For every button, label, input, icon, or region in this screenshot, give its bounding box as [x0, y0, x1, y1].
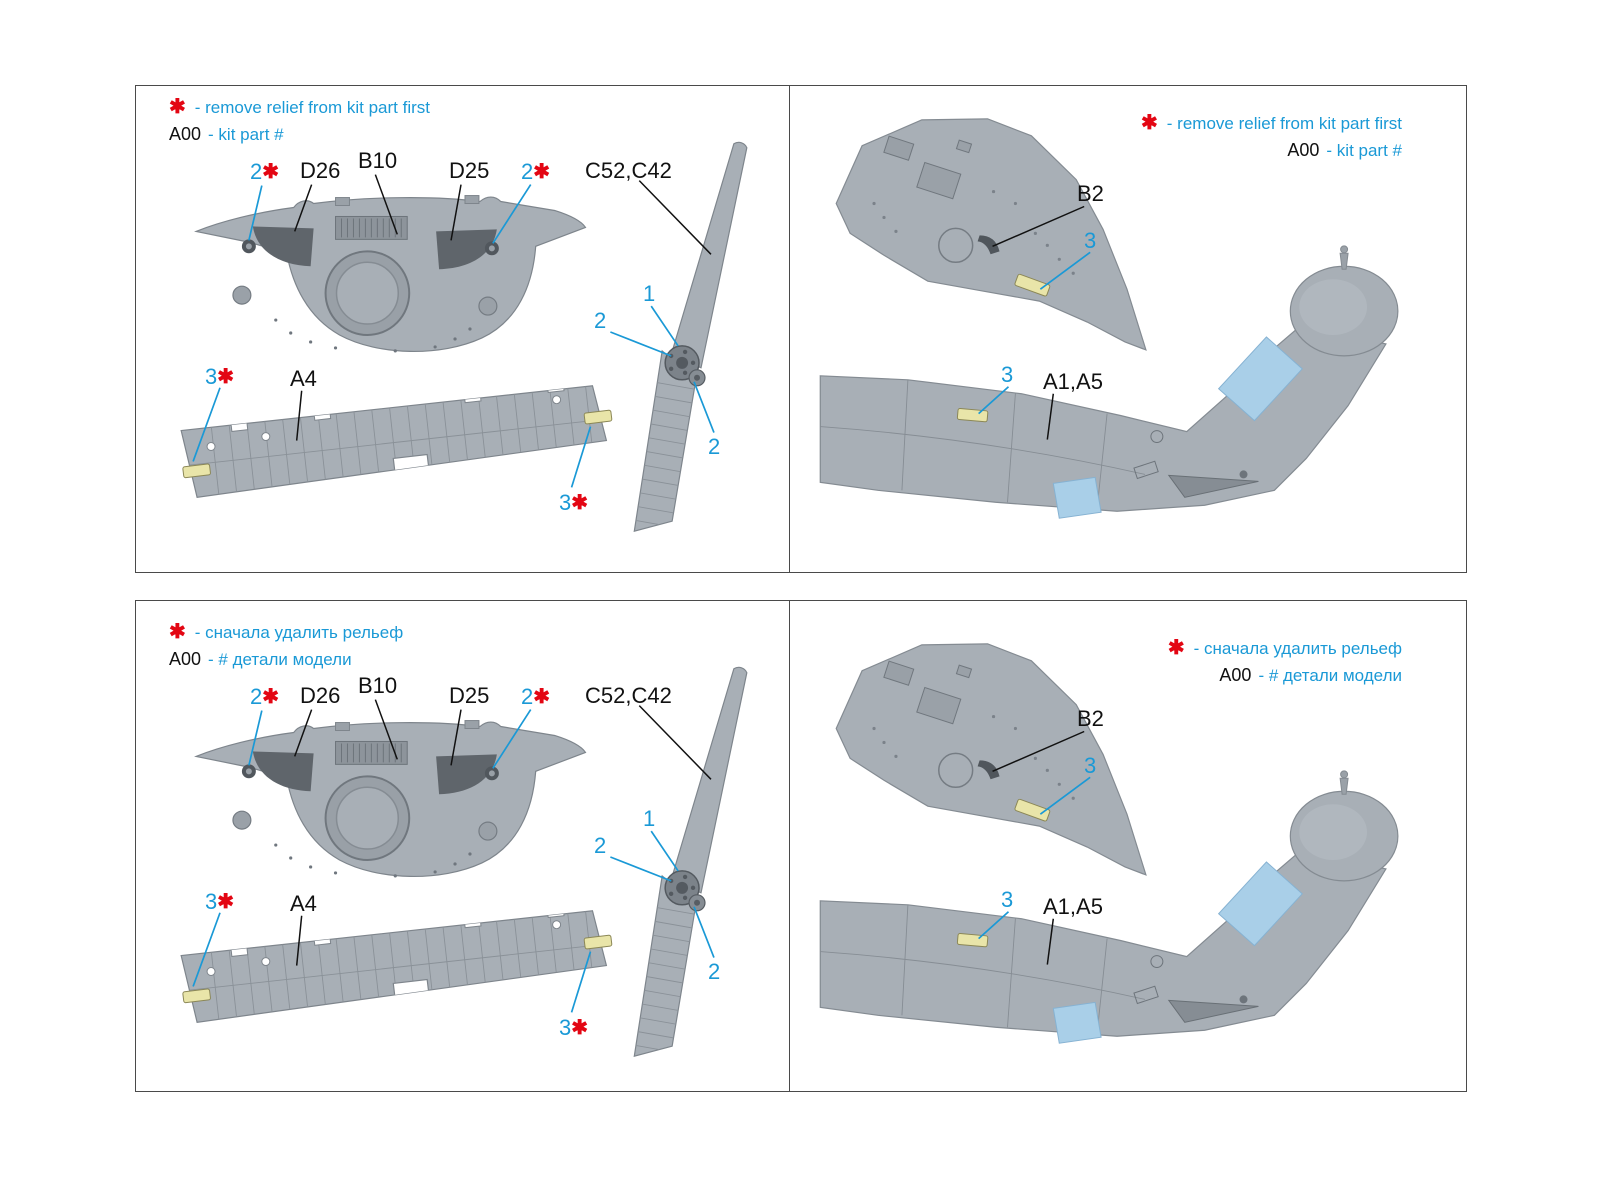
callout-1-hub: 1 [643, 281, 656, 306]
panel-ru-left: ✱ - сначала удалить рельеф A00 - # детали … [135, 600, 792, 1092]
legend-remove-relief-text: - сначала удалить рельеф [1193, 639, 1402, 658]
callout-2-hub-lower: 2 [708, 959, 721, 984]
callout-number: 3 [559, 1015, 572, 1040]
callout-3-left: 3✱ [205, 364, 235, 389]
part-label-b2: B2 [1077, 181, 1104, 206]
part-label-a4: A4 [290, 891, 317, 916]
callout-number: 2 [521, 159, 534, 184]
part-label-d26: D26 [300, 683, 341, 708]
callout-2-right: 2✱ [521, 684, 551, 709]
legend-en: ✱ - remove relief from kit part first A00… [1141, 110, 1402, 164]
callout-2-hub-upper: 2 [594, 308, 607, 333]
panel-en-right: ✱ - remove relief from kit part first A00… [789, 85, 1467, 573]
part-label-c52-c42: C52,C42 [585, 158, 672, 183]
callout-3-bottom: 3✱ [559, 1015, 589, 1040]
callout-number: 2 [250, 159, 263, 184]
red-asterisk-icon: ✱ [169, 621, 186, 643]
legend-remove-relief-text: - remove relief from kit part first [194, 98, 430, 117]
callout-2-hub-lower: 2 [708, 434, 721, 459]
red-asterisk-icon: ✱ [571, 492, 589, 514]
callout-2-right: 2✱ [521, 159, 551, 184]
part-label-d25: D25 [449, 158, 490, 183]
callout-2-hub-upper: 2 [594, 833, 607, 858]
legend-kit-part-text: - kit part # [208, 125, 284, 144]
callout-2-left: 2✱ [250, 159, 280, 184]
part-label-b10: B10 [358, 673, 398, 698]
callout-number: 3 [205, 889, 218, 914]
legend-remove-relief-text: - сначала удалить рельеф [194, 623, 404, 642]
callout-number: 2 [250, 684, 263, 709]
legend-ru: ✱ - сначала удалить рельеф A00 - # детали … [1168, 635, 1402, 689]
red-asterisk-icon: ✱ [217, 366, 235, 388]
red-asterisk-icon: ✱ [533, 161, 551, 183]
part-label-a1-a5: A1,A5 [1043, 369, 1103, 394]
legend-ru: ✱ - сначала удалить рельеф A00 - # детали … [169, 619, 403, 673]
part-label-a4: A4 [290, 366, 317, 391]
red-asterisk-icon: ✱ [169, 96, 186, 118]
callout-3-left: 3✱ [205, 889, 235, 914]
legend-kit-part-code: A00 [169, 124, 202, 144]
callout-3-upper: 3 [1084, 753, 1097, 778]
red-asterisk-icon: ✱ [262, 161, 280, 183]
callout-3-lower: 3 [1001, 362, 1014, 387]
legend-kit-part-code: A00 [1219, 665, 1252, 685]
red-asterisk-icon: ✱ [1167, 637, 1185, 659]
part-label-c52-c42: C52,C42 [585, 683, 672, 708]
legend-kit-part-code: A00 [169, 649, 202, 669]
callout-number: 2 [521, 684, 534, 709]
callout-2-left: 2✱ [250, 684, 280, 709]
callout-3-lower: 3 [1001, 887, 1014, 912]
part-label-d25: D25 [449, 683, 490, 708]
legend-remove-relief-text: - remove relief from kit part first [1166, 114, 1402, 133]
red-asterisk-icon: ✱ [217, 891, 235, 913]
red-asterisk-icon: ✱ [262, 686, 280, 708]
red-asterisk-icon: ✱ [571, 1017, 589, 1039]
legend-kit-part-code: A00 [1287, 140, 1320, 160]
callout-1-hub: 1 [643, 806, 656, 831]
legend-kit-part-text: - kit part # [1326, 141, 1402, 160]
legend-kit-part-text: - # детали модели [208, 650, 352, 669]
legend-en: ✱ - remove relief from kit part first A00… [169, 94, 430, 148]
callout-number: 3 [205, 364, 218, 389]
part-label-b10: B10 [358, 148, 398, 173]
callout-3-upper: 3 [1084, 228, 1097, 253]
callout-number: 3 [559, 490, 572, 515]
callout-3-bottom: 3✱ [559, 490, 589, 515]
part-label-a1-a5: A1,A5 [1043, 894, 1103, 919]
red-asterisk-icon: ✱ [533, 686, 551, 708]
panel-ru-right: ✱ - сначала удалить рельеф A00 - # детали … [789, 600, 1467, 1092]
panel-en-left: ✱ - remove relief from kit part first A00… [135, 85, 792, 573]
part-label-b2: B2 [1077, 706, 1104, 731]
part-label-d26: D26 [300, 158, 341, 183]
legend-kit-part-text: - # детали модели [1258, 666, 1402, 685]
red-asterisk-icon: ✱ [1141, 112, 1158, 134]
